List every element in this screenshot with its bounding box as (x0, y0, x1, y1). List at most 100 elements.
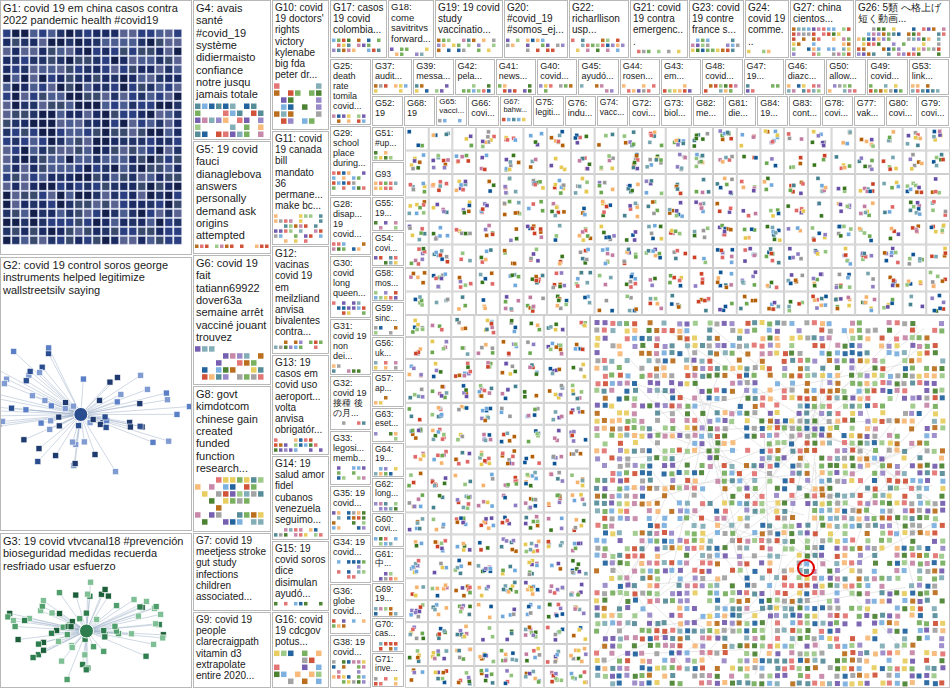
vertex-icon (460, 451, 464, 455)
vertex-icon (431, 517, 435, 521)
vertex-icon (415, 585, 419, 589)
vertex-icon (479, 255, 483, 259)
vertex-icon (458, 629, 462, 633)
vertex-icon (659, 237, 663, 241)
vertex-icon (415, 636, 419, 640)
vertex-icon (489, 322, 493, 326)
vertex-icon (464, 232, 468, 236)
vertex-icon (869, 238, 873, 242)
vertex-icon (483, 306, 487, 310)
vertex-icon (501, 340, 505, 344)
vertex-icon (917, 207, 921, 211)
vertex-icon (541, 186, 545, 190)
vertex-icon (586, 234, 590, 238)
vertex-icon (932, 200, 936, 204)
vertex-icon (930, 296, 934, 300)
vertex-icon (609, 276, 613, 280)
vertex-icon (417, 609, 421, 613)
vertex-icon (511, 153, 515, 157)
group-cell (666, 151, 689, 174)
vertex-icon (433, 540, 437, 544)
vertex-icon (917, 185, 921, 189)
vertex-icon (468, 591, 472, 595)
vertex-icon (444, 606, 448, 610)
group-cell (453, 269, 476, 292)
vertex-icon (597, 143, 601, 147)
vertex-icon (552, 454, 556, 458)
vertex-icon (940, 229, 944, 233)
vertex-icon (791, 165, 795, 169)
vertex-icon (843, 186, 847, 190)
vertex-icon (477, 390, 481, 394)
vertex-icon (581, 363, 585, 367)
vertex-icon (491, 331, 495, 335)
vertex-icon (464, 154, 468, 158)
vertex-icon (571, 383, 575, 387)
vertex-icon (549, 347, 553, 351)
group-cell (903, 222, 926, 245)
vertex-icon (523, 390, 527, 394)
vertex-icon (442, 657, 446, 661)
vertex-icon (588, 301, 592, 305)
vertex-icon (479, 453, 483, 457)
vertex-icon (601, 248, 605, 252)
vertex-icon (694, 164, 698, 168)
vertex-icon (505, 539, 509, 543)
vertex-icon (439, 277, 443, 281)
vertex-icon (678, 284, 682, 288)
vertex-icon (415, 327, 419, 331)
vertex-icon (559, 384, 563, 388)
vertex-icon (524, 522, 528, 526)
vertex-icon (421, 281, 425, 285)
vertex-icon (500, 521, 504, 525)
vertex-icon (597, 184, 601, 188)
vertex-icon (723, 176, 727, 180)
vertex-icon (935, 164, 939, 168)
vertex-icon (523, 542, 527, 546)
vertex-icon (915, 190, 919, 194)
vertex-icon (576, 562, 580, 566)
vertex-icon (649, 133, 653, 137)
vertex-icon (701, 154, 705, 158)
vertex-icon (505, 138, 509, 142)
vertex-icon (485, 233, 489, 237)
vertex-icon (440, 454, 444, 458)
vertex-icon (442, 210, 446, 214)
vertex-icon (421, 181, 425, 185)
vertex-icon (455, 318, 459, 322)
vertex-icon (824, 294, 828, 298)
vertex-icon (842, 224, 846, 228)
vertex-icon (812, 238, 816, 242)
vertex-icon (576, 541, 580, 545)
vertex-icon (648, 140, 652, 144)
vertex-icon (539, 235, 543, 239)
vertex-icon (565, 299, 569, 303)
vertex-icon (417, 394, 421, 398)
vertex-icon (890, 251, 894, 255)
vertex-icon (431, 133, 435, 137)
vertex-icon (794, 278, 798, 282)
vertex-icon (577, 570, 581, 574)
vertex-icon (420, 493, 424, 497)
vertex-icon (553, 393, 557, 397)
vertex-icon (432, 458, 436, 462)
vertex-icon (554, 322, 558, 326)
vertex-icon (680, 214, 684, 218)
vertex-icon (436, 154, 440, 158)
vertex-icon (811, 277, 815, 281)
vertex-icon (541, 274, 545, 278)
vertex-icon (532, 304, 536, 308)
vertex-icon (870, 159, 874, 163)
vertex-icon (943, 213, 947, 217)
vertex-icon (845, 204, 849, 208)
vertex-icon (556, 139, 560, 143)
vertex-icon (502, 201, 506, 205)
vertex-icon (651, 236, 655, 240)
vertex-icon (489, 438, 493, 442)
vertex-icon (416, 497, 420, 501)
vertex-icon (508, 564, 512, 568)
vertex-icon (679, 201, 683, 205)
vertex-icon (683, 156, 687, 160)
vertex-icon (562, 183, 566, 187)
vertex-icon (672, 276, 676, 280)
